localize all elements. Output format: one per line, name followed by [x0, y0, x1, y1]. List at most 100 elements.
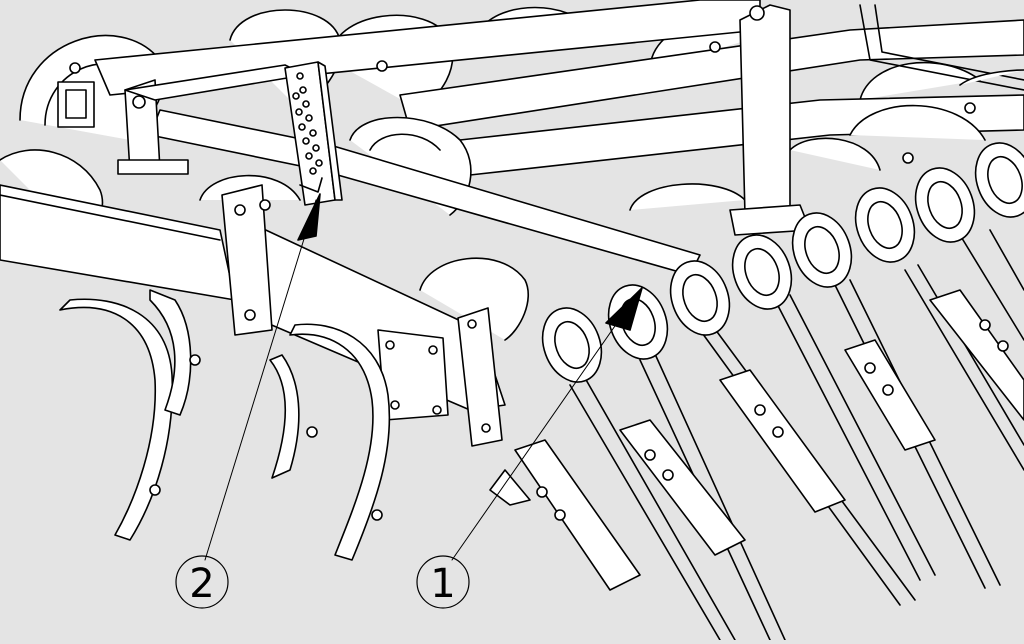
bolt: [964, 102, 976, 114]
middle-coil: [849, 104, 986, 141]
adjust-hole: [312, 144, 320, 152]
coil-ring: [669, 260, 731, 336]
arrowhead-2: [297, 193, 321, 241]
bolt: [244, 309, 256, 321]
callout-label: 1: [430, 561, 455, 607]
bolt: [902, 152, 914, 164]
bolt: [662, 469, 674, 481]
s-tine: [59, 298, 174, 541]
adjust-hole: [315, 159, 323, 167]
bolt: [754, 404, 766, 416]
spring-tine: [654, 353, 786, 641]
middle-coil: [789, 137, 881, 171]
bracket-foot: [117, 159, 189, 175]
bolt: [554, 509, 566, 521]
coil-ring: [974, 142, 1024, 218]
callout-circle: [416, 555, 470, 609]
bolt: [536, 486, 548, 498]
tine-bar: [514, 439, 641, 591]
bolt: [481, 423, 491, 433]
s-tine: [269, 354, 300, 479]
crossbar-edge: [0, 194, 221, 241]
bolt: [882, 384, 894, 396]
s-tine: [289, 323, 391, 561]
vertical-clamp-plate: [457, 307, 503, 447]
bolt: [772, 426, 784, 438]
bolt: [149, 484, 161, 496]
spring-tine: [584, 377, 736, 641]
callout-circle: [175, 555, 229, 609]
spring-tine: [989, 229, 1024, 291]
leader-line-2: [204, 199, 317, 561]
bolt: [709, 41, 721, 53]
adjust-hole: [305, 114, 313, 122]
front-clamp-plate: [221, 184, 273, 336]
bolt: [428, 345, 438, 355]
rear-coil: [859, 61, 981, 101]
bolt: [749, 5, 765, 21]
rear-rod: [874, 4, 1024, 81]
bolt: [234, 204, 246, 216]
coil-ring: [914, 167, 976, 243]
tine-bar: [619, 419, 746, 556]
adjust-hole: [309, 167, 317, 175]
bolt: [997, 340, 1009, 352]
callout-label: 2: [189, 561, 214, 607]
coil-ring: [607, 284, 669, 360]
bolt: [390, 400, 400, 410]
adjust-hole: [295, 108, 303, 116]
bolt: [979, 319, 991, 331]
adjust-hole: [309, 129, 317, 137]
arrowhead-1: [605, 287, 643, 331]
spring-tine: [789, 294, 936, 576]
adjust-hole: [302, 100, 310, 108]
middle-coil: [419, 257, 530, 341]
bolt: [371, 509, 383, 521]
coil-ring: [541, 307, 603, 383]
leader-line-1: [451, 289, 641, 561]
spring-tine: [917, 264, 1024, 446]
adjust-hole: [292, 92, 300, 100]
callout-2: 2: [175, 555, 229, 609]
bolt: [864, 362, 876, 374]
rear-clamp-inner: [65, 89, 87, 119]
middle-coil: [369, 133, 441, 151]
front-mount-group: [221, 184, 503, 447]
bolt: [259, 199, 271, 211]
right-tower: [739, 4, 791, 216]
adjust-hole: [305, 152, 313, 160]
spring-tine: [959, 234, 1024, 341]
tine-bar: [719, 369, 846, 513]
callout-1: 1: [416, 555, 470, 609]
middle-coil: [629, 183, 746, 211]
s-tine: [149, 289, 192, 416]
bolt: [385, 340, 395, 350]
s-tine-tip: [489, 469, 531, 506]
s-tines-group: [59, 289, 531, 561]
leader-lines-group: [204, 193, 643, 561]
adjust-hole: [302, 137, 310, 145]
bolt: [306, 426, 318, 438]
adjust-hole: [299, 86, 307, 94]
adjustment-plate-group: [284, 61, 343, 206]
front-rings-group: [541, 142, 1024, 383]
adjust-hole: [298, 123, 306, 131]
spring-tine: [774, 299, 921, 581]
bolt: [132, 95, 146, 109]
bolt: [376, 60, 388, 72]
middle-coil: [959, 69, 1024, 86]
bolt: [467, 319, 477, 329]
locking-pin: [299, 177, 323, 193]
tine-bars-group: [514, 289, 1024, 591]
coil-ring: [854, 187, 916, 263]
coil-ring: [731, 234, 793, 310]
adjustment-plate-side: [317, 61, 343, 201]
spring-tine: [569, 384, 721, 641]
adjust-hole: [296, 72, 304, 80]
bolt: [644, 449, 656, 461]
bolt: [189, 354, 201, 366]
coil-ring: [791, 212, 853, 288]
spring-tine: [904, 269, 1024, 471]
bolt: [69, 62, 81, 74]
